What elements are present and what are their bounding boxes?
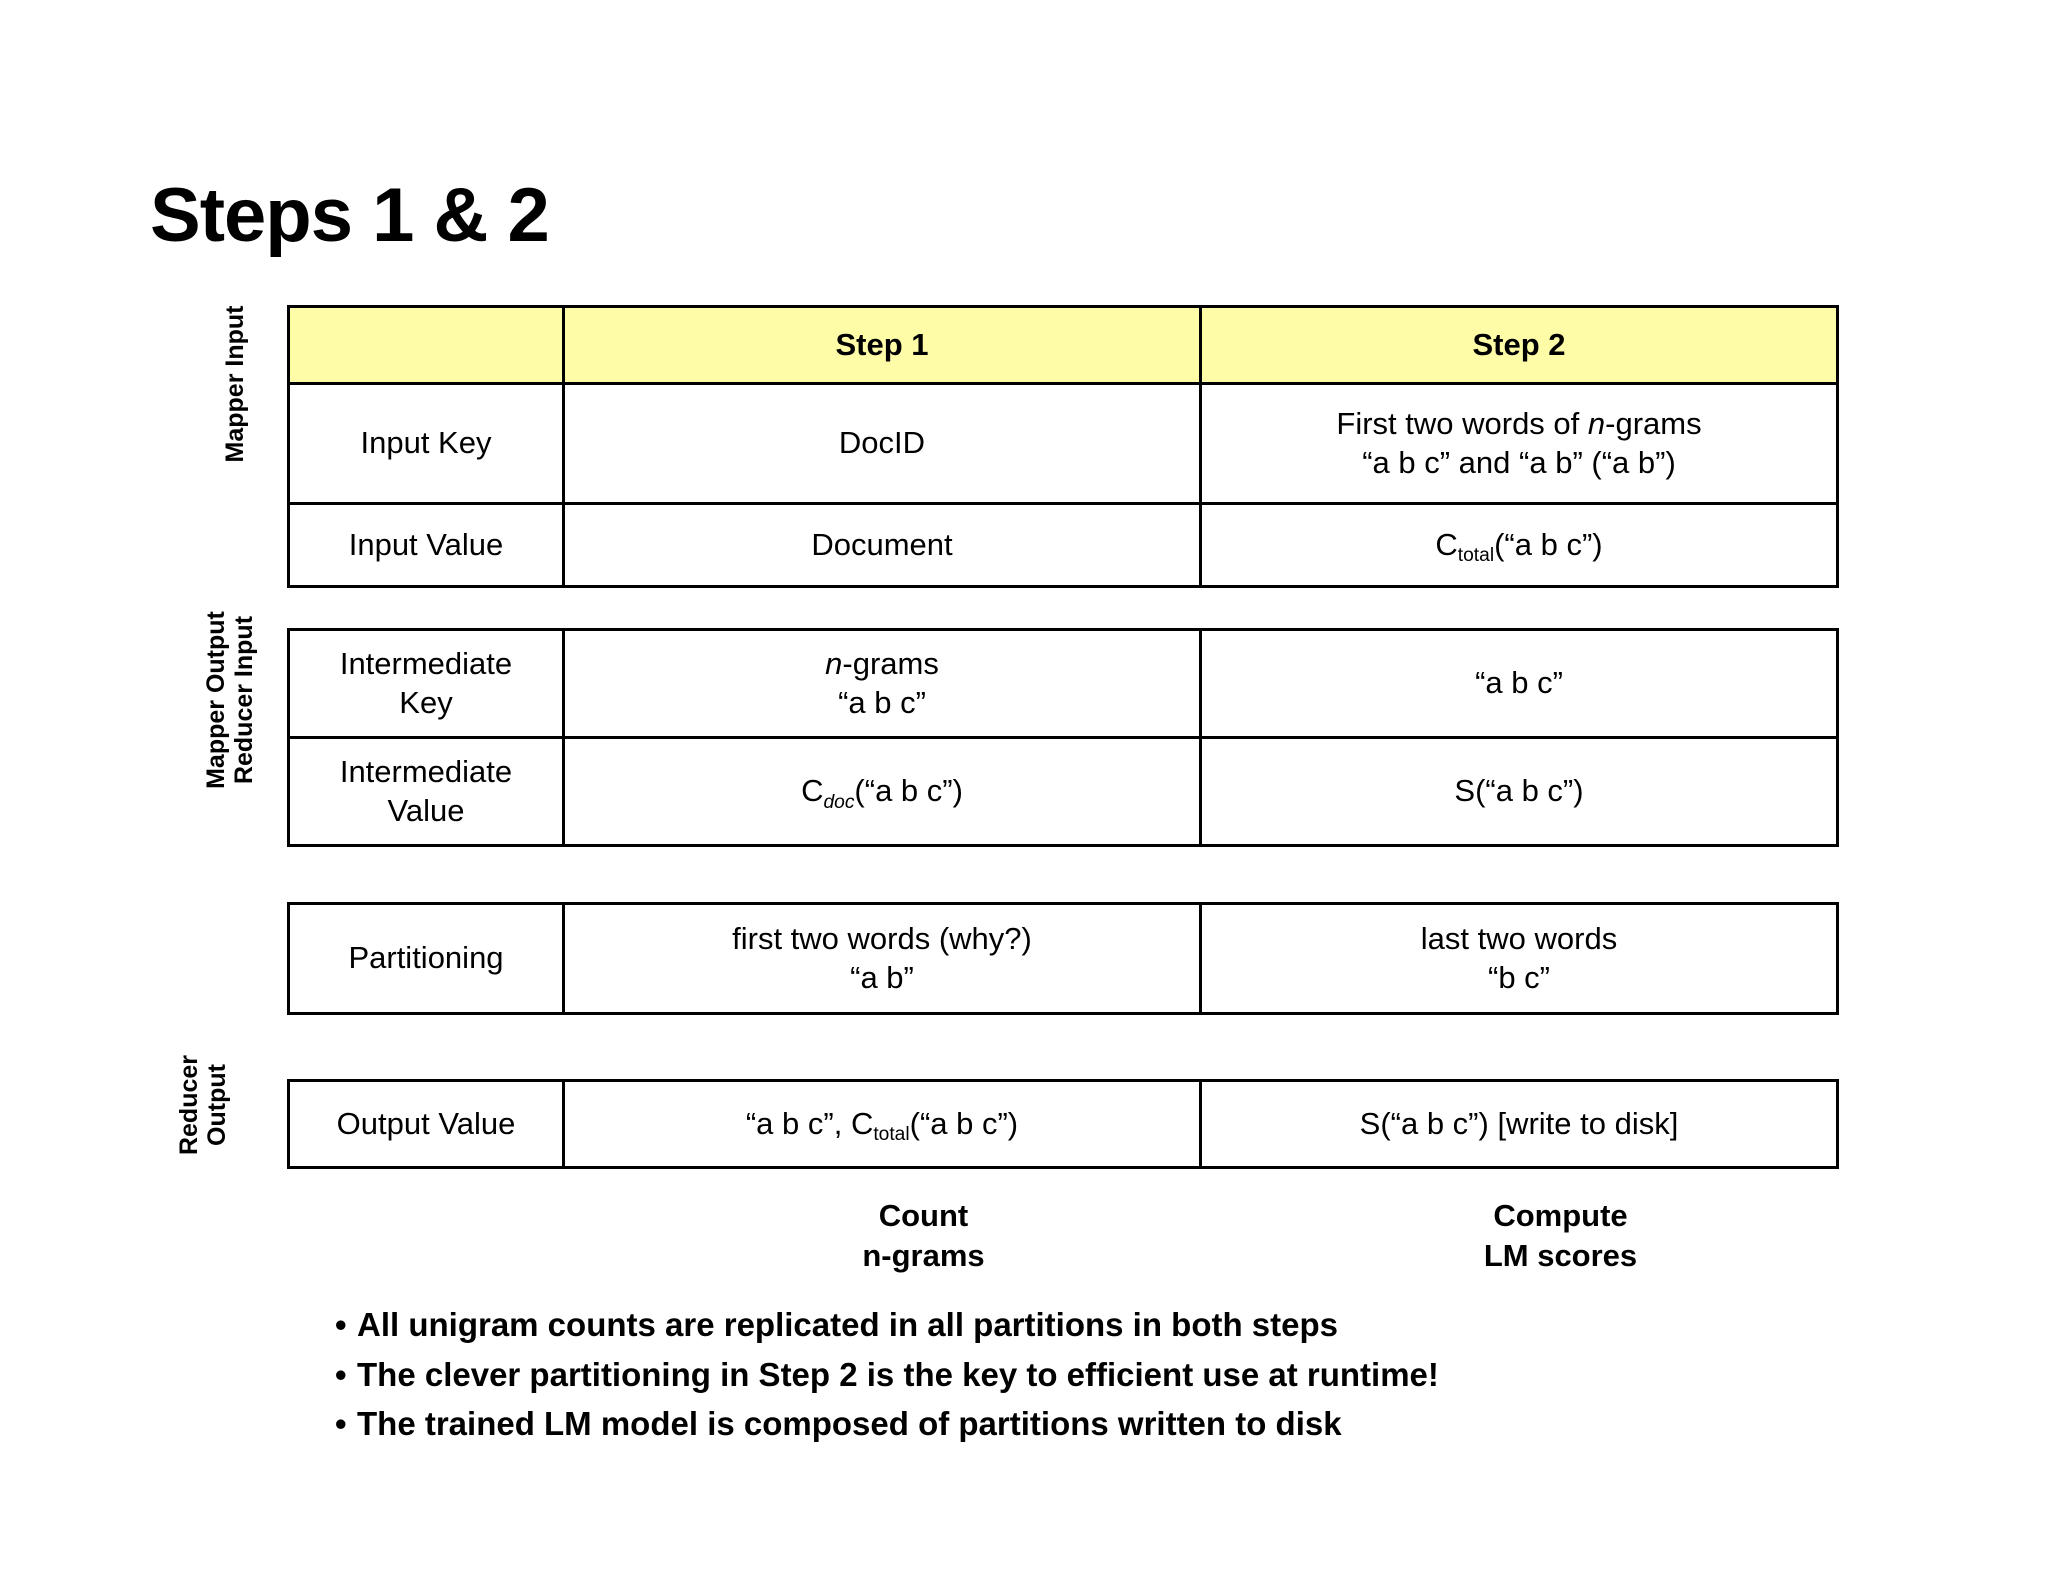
table-row-intermediate-value: Intermediate Value Cdoc(“a b c”) S(“a b … xyxy=(287,736,1839,847)
cell-step1-partitioning: first two words (why?) “a b” xyxy=(562,902,1202,1015)
ngrams-example: “a b c” xyxy=(838,684,926,720)
row-group-label-reducer-output: Reducer Output xyxy=(175,1015,231,1195)
italic-n: n xyxy=(825,646,843,682)
caption-step1-line2: n-grams xyxy=(862,1237,985,1273)
intermediate-value-label-line1: Intermediate xyxy=(339,754,513,790)
cell-step1-output-value: “a b c”, Ctotal(“a b c”) xyxy=(562,1079,1202,1169)
c-total-base: C xyxy=(1435,526,1458,562)
table-mapper-input: Step 1 Step 2 Input Key DocID First two … xyxy=(287,305,1839,588)
row-group-label-reducer-output-line2: Output xyxy=(203,1064,231,1146)
output-value-step1-prefix: “a b c”, C xyxy=(745,1105,874,1141)
table-intermediate: Intermediate Key n-grams “a b c” “a b c”… xyxy=(287,628,1839,847)
cell-step2-intermediate-key: “a b c” xyxy=(1199,628,1839,739)
table-header-row: Step 1 Step 2 xyxy=(287,305,1839,385)
c-doc-argument: (“a b c”) xyxy=(854,773,963,809)
c-doc-base: C xyxy=(801,773,824,809)
row-group-label-mapper-output-line1: Mapper Output xyxy=(202,611,230,789)
bullet-item: • The clever partitioning in Step 2 is th… xyxy=(335,1350,1835,1400)
header-cell-blank xyxy=(287,305,565,385)
intermediate-value-label-line2: Value xyxy=(387,792,465,828)
row-group-label-mapper-input: Mapper Input xyxy=(221,274,249,494)
intermediate-key-label-line2: Key xyxy=(399,684,453,720)
intermediate-key-label-line1: Intermediate xyxy=(339,646,513,682)
cell-row-label-intermediate-key: Intermediate Key xyxy=(287,628,565,739)
c-doc-subscript: doc xyxy=(823,791,855,813)
cell-step2-input-value: Ctotal(“a b c”) xyxy=(1199,502,1839,588)
input-key-step2-line1: First two words of n-grams xyxy=(1336,406,1701,441)
bullet-text: The clever partitioning in Step 2 is the… xyxy=(357,1355,1439,1393)
c-total-argument: (“a b c”) xyxy=(1494,526,1603,562)
row-group-label-reducer-output-line1: Reducer xyxy=(175,1054,203,1156)
caption-step2-line1: Compute xyxy=(1493,1198,1628,1233)
partitioning-step2-line2: “b c” xyxy=(1488,959,1550,995)
table-row-input-key: Input Key DocID First two words of n-gra… xyxy=(287,382,1839,505)
cell-step1-input-key: DocID xyxy=(562,382,1202,505)
partitioning-step1-line1: first two words (why?) xyxy=(732,921,1032,957)
cell-step2-partitioning: last two words “b c” xyxy=(1199,902,1839,1015)
partitioning-step1-line2: “a b” xyxy=(850,959,914,995)
italic-n: n xyxy=(1587,406,1606,442)
text-grams-suffix: -grams xyxy=(842,646,939,682)
cell-step2-intermediate-value: S(“a b c”) xyxy=(1199,736,1839,847)
c-total-subscript: total xyxy=(1457,545,1495,567)
table-row-intermediate-key: Intermediate Key n-grams “a b c” “a b c” xyxy=(287,628,1839,739)
bullet-marker-icon: • xyxy=(335,1306,347,1343)
bullet-item: • All unigram counts are replicated in al… xyxy=(335,1300,1835,1350)
caption-step1-line1: Count xyxy=(878,1198,969,1233)
cell-step2-input-key: First two words of n-grams “a b c” and “… xyxy=(1199,382,1839,505)
ngrams-line: n-grams xyxy=(825,646,939,681)
bullet-item: • The trained LM model is composed of par… xyxy=(335,1399,1835,1449)
text-grams-suffix: -grams xyxy=(1605,406,1702,442)
bullet-list: • All unigram counts are replicated in al… xyxy=(335,1300,1835,1449)
table-reducer-output: Output Value “a b c”, Ctotal(“a b c”) S(… xyxy=(287,1079,1839,1169)
cell-row-label-input-value: Input Value xyxy=(287,502,565,588)
cell-row-label-partitioning: Partitioning xyxy=(287,902,565,1015)
text-first-two-words: First two words of xyxy=(1336,406,1588,442)
cell-row-label-input-key: Input Key xyxy=(287,382,565,505)
header-cell-step2: Step 2 xyxy=(1199,305,1839,385)
table-row-output-value: Output Value “a b c”, Ctotal(“a b c”) S(… xyxy=(287,1079,1839,1169)
row-group-label-mapper-output-line2: Reducer Input xyxy=(230,615,258,785)
caption-step1: Count n-grams xyxy=(605,1196,1242,1275)
caption-step2: Compute LM scores xyxy=(1242,1196,1879,1275)
bullet-text: All unigram counts are replicated in all… xyxy=(357,1306,1338,1343)
bullet-marker-icon: • xyxy=(335,1405,347,1442)
partitioning-step2-line1: last two words xyxy=(1420,921,1618,957)
table-row-partitioning: Partitioning first two words (why?) “a b… xyxy=(287,902,1839,1015)
cell-step1-intermediate-value: Cdoc(“a b c”) xyxy=(562,736,1202,847)
caption-step2-line2: LM scores xyxy=(1483,1237,1638,1273)
cell-step1-input-value: Document xyxy=(562,502,1202,588)
page-title: Steps 1 & 2 xyxy=(150,173,550,258)
table-partitioning: Partitioning first two words (why?) “a b… xyxy=(287,902,1839,1015)
row-group-label-mapper-output-reducer-input: Mapper Output Reducer Input xyxy=(202,570,258,830)
bullet-text: The trained LM model is composed of part… xyxy=(357,1405,1342,1442)
cell-row-label-output-value: Output Value xyxy=(287,1079,565,1169)
bullet-marker-icon: • xyxy=(335,1355,347,1393)
cell-step1-intermediate-key: n-grams “a b c” xyxy=(562,628,1202,739)
c-total-subscript: total xyxy=(873,1124,910,1146)
cell-row-label-intermediate-value: Intermediate Value xyxy=(287,736,565,847)
cell-step2-output-value: S(“a b c”) [write to disk] xyxy=(1199,1079,1839,1169)
table-row-input-value: Input Value Document Ctotal(“a b c”) xyxy=(287,502,1839,588)
row-group-label-mapper-input-text: Mapper Input xyxy=(221,305,249,463)
header-cell-step1: Step 1 xyxy=(562,305,1202,385)
input-key-step2-line2: “a b c” and “a b” (“a b”) xyxy=(1362,444,1676,480)
output-value-step1-argument: (“a b c”) xyxy=(909,1105,1019,1141)
